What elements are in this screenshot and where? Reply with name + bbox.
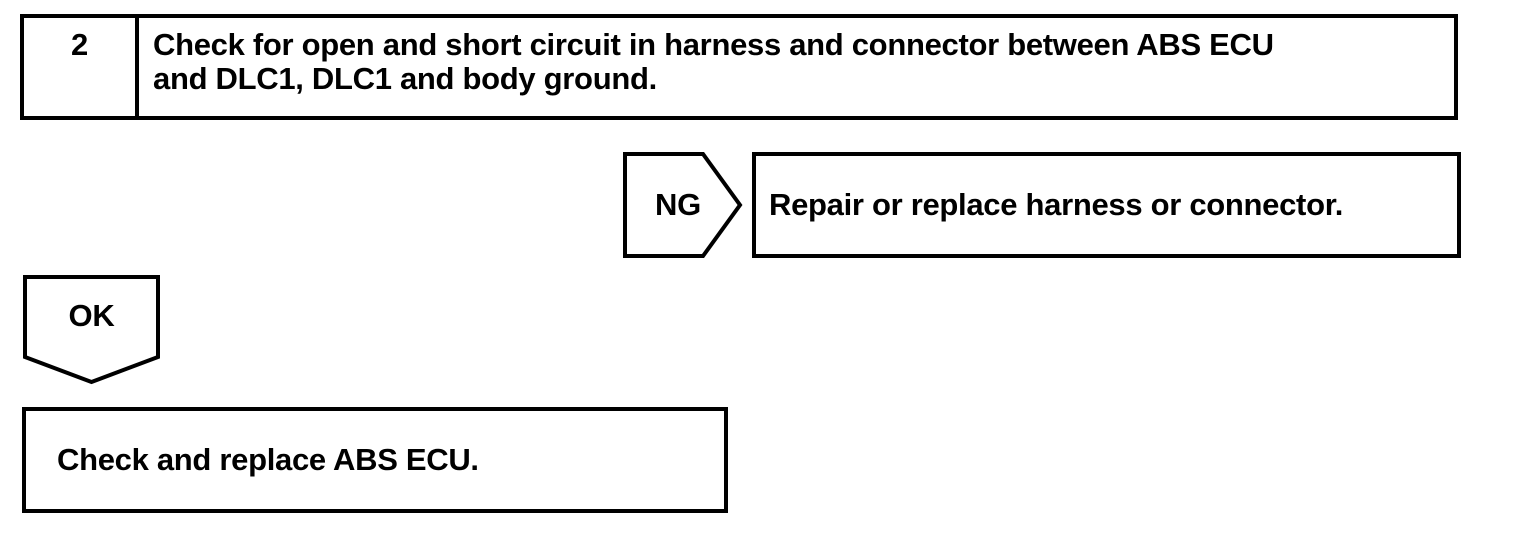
step-instruction-line-2: and DLC1, DLC1 and body ground.: [153, 61, 657, 96]
ng-action-box: Repair or replace harness or connector.: [752, 152, 1461, 258]
ng-label: NG: [655, 187, 701, 222]
ng-pentagon-right-arrow-icon: [623, 152, 743, 258]
step-box: 2 Check for open and short circuit in ha…: [20, 14, 1458, 120]
ok-label: OK: [68, 298, 115, 333]
ok-action-text: Check and replace ABS ECU.: [57, 442, 479, 477]
step-instruction: Check for open and short circuit in harn…: [139, 18, 1454, 116]
step-instruction-line-1: Check for open and short circuit in harn…: [153, 27, 1274, 62]
ng-connector: NG: [623, 152, 743, 258]
ng-action-text: Repair or replace harness or connector.: [769, 187, 1344, 222]
ok-action-box: Check and replace ABS ECU.: [22, 407, 728, 513]
ok-pentagon-down-arrow-icon: [23, 275, 160, 385]
step-number-cell: 2: [24, 18, 139, 116]
ok-connector: OK: [23, 275, 160, 385]
step-number: 2: [71, 27, 88, 62]
